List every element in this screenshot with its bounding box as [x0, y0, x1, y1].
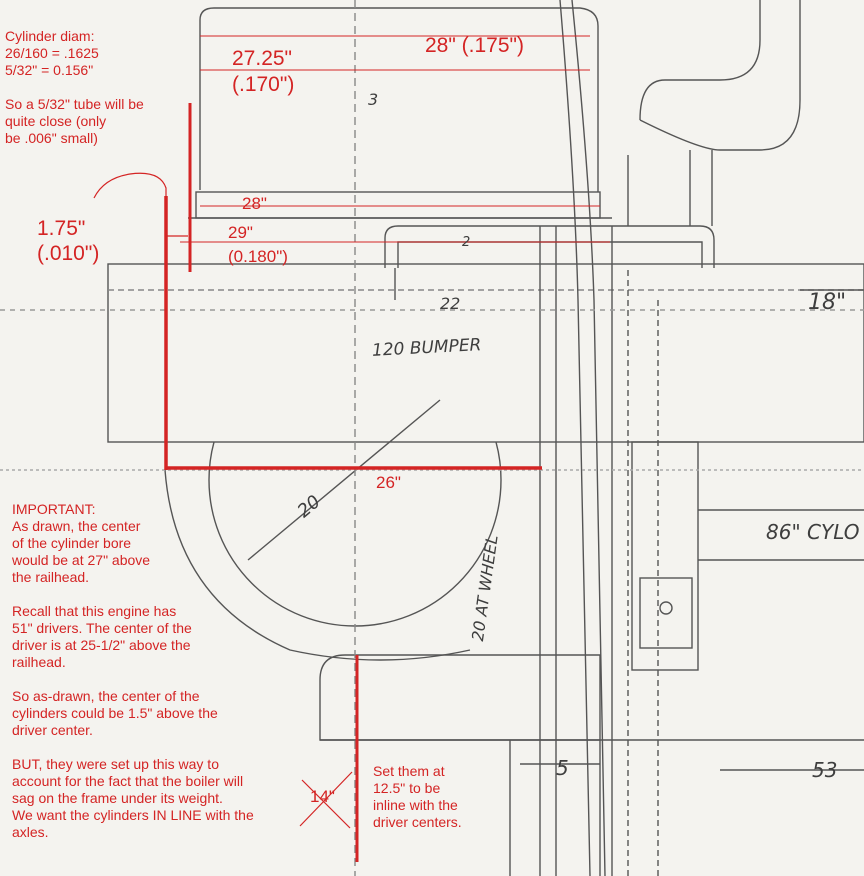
frame	[107, 263, 864, 443]
dim-29: 29"	[228, 223, 253, 242]
dim-22-label: 22	[440, 294, 461, 313]
red-freehand-curve	[93, 172, 167, 232]
important-note: IMPORTANT: As drawn, the center of the c…	[12, 501, 254, 840]
dim-5-label: 5	[556, 756, 569, 780]
dim-18-label: 18"	[808, 290, 847, 315]
set-cylinders-note: Set them at 12.5" to be inline with the …	[373, 763, 462, 830]
dim-180: (0.180")	[228, 247, 288, 266]
crosshead-block	[631, 441, 699, 671]
dim-1-75: 1.75"	[37, 217, 86, 240]
dim-28-175: 28" (.175")	[425, 34, 524, 57]
cylinder-head	[319, 654, 601, 741]
dim-86-label: 86" CYLO	[766, 520, 860, 544]
cylinder-block	[199, 7, 599, 192]
dim-010: (.010")	[37, 242, 100, 265]
dim-170: (.170")	[232, 73, 295, 96]
smokebox-bracket	[639, 0, 761, 121]
cylinder-diameter-note: Cylinder diam: 26/160 = .1625 5/32" = 0.…	[5, 28, 144, 146]
bumper-arc	[164, 469, 471, 661]
dim-26: 26"	[376, 473, 401, 492]
saddle-outline	[384, 225, 715, 268]
dim-27-25: 27.25"	[232, 47, 293, 70]
dim-14: 14"	[310, 787, 335, 806]
dim-28: 28"	[242, 194, 267, 213]
dim-3-label: 3	[368, 90, 379, 109]
red-cross-2	[299, 771, 353, 827]
dim-2-label: 2	[462, 235, 471, 250]
red-cross-1	[301, 779, 351, 829]
dim-53-label: 53	[812, 758, 838, 782]
